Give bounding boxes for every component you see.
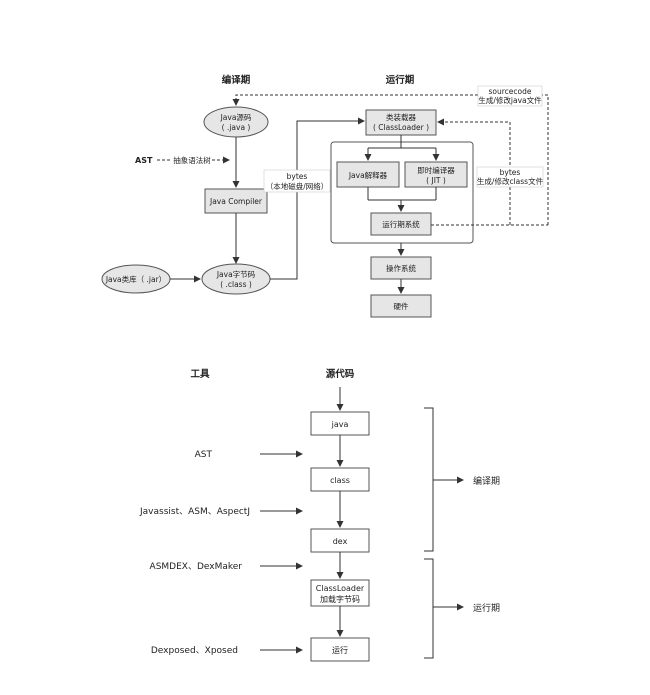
jit-node: 即时编译器 ( JIT ) xyxy=(404,161,468,188)
tools-header: 工具 xyxy=(190,369,210,380)
source-header: 源代码 xyxy=(326,368,355,380)
java-source-node: Java源码 ( .java ) xyxy=(203,106,269,138)
bottom-diagram: 工具 源代码 java class dex ClassLoader 加载字节码 xyxy=(139,368,500,662)
bytecode-node: Java字节码 ( .class ) xyxy=(201,263,271,295)
sourcecode-note-bg xyxy=(477,85,543,107)
stage-class: class xyxy=(310,467,370,492)
bytes-left-line2: （本地磁盘/网络） xyxy=(266,181,329,191)
java-source-line2: ( .java ) xyxy=(222,123,251,132)
stage-dex: dex xyxy=(310,528,370,553)
stage-classloader-line2: 加载字节码 xyxy=(320,594,360,604)
hardware-node: 硬件 xyxy=(370,294,432,318)
compile-label: 编译期 xyxy=(473,475,500,487)
stage-class-label: class xyxy=(330,476,350,485)
stage-classloader: ClassLoader 加载字节码 xyxy=(310,579,370,607)
jit-line1: 即时编译器 xyxy=(417,165,455,175)
tool-asmdex: ASMDEX、DexMaker xyxy=(150,562,243,572)
runtime-system-label: 运行期系统 xyxy=(382,219,420,229)
ast-label: AST xyxy=(135,156,153,165)
classloader-node: 类装载器 ( ClassLoader ) xyxy=(365,109,437,136)
bytes-right-bg xyxy=(476,166,544,188)
classloader-line2: ( ClassLoader ) xyxy=(373,123,429,132)
bytes-right-line1: bytes xyxy=(500,168,521,177)
compile-header: 编译期 xyxy=(222,74,251,86)
hardware-label: 硬件 xyxy=(394,301,409,311)
java-compiler-node: Java Compiler xyxy=(204,188,268,214)
stage-run-label: 运行 xyxy=(332,645,348,655)
stage-java: java xyxy=(310,411,370,436)
bytecode-line2: ( .class ) xyxy=(220,280,252,289)
interpreter-label: Java解释器 xyxy=(348,170,388,180)
java-source-line1: Java源码 xyxy=(220,113,252,122)
ast-edge-label: 抽象语法树 xyxy=(173,155,211,165)
interpreter-node: Java解释器 xyxy=(336,161,400,188)
compile-bracket xyxy=(424,407,434,552)
bytes-right-line2: 生成/修改class文件 xyxy=(477,176,544,186)
bytes-feedback-arrow xyxy=(437,118,511,225)
sourcecode-note-line1: sourcecode xyxy=(489,87,532,96)
tool-javassist: Javassist、ASM、AspectJ xyxy=(139,507,250,517)
sourcecode-note-line2: 生成/修改java文件 xyxy=(478,95,542,105)
jit-line2: ( JIT ) xyxy=(426,176,446,185)
os-label: 操作系统 xyxy=(386,263,416,273)
bytes-left-bg xyxy=(263,169,331,193)
runtime-system-node: 运行期系统 xyxy=(370,212,432,236)
tool-dexposed: Dexposed、Xposed xyxy=(151,646,238,656)
stage-run: 运行 xyxy=(310,637,370,662)
java-lib-label: Java类库（ .jar） xyxy=(105,274,166,284)
tool-ast: AST xyxy=(195,450,213,460)
stage-classloader-line1: ClassLoader xyxy=(316,584,365,593)
classloader-line1: 类装载器 xyxy=(386,112,416,122)
runtime-header: 运行期 xyxy=(386,74,415,86)
java-compiler-label: Java Compiler xyxy=(209,197,263,206)
bytes-left-line1: bytes xyxy=(287,172,308,181)
sourcecode-feedback-arrow xyxy=(232,94,549,225)
top-diagram: 编译期 运行期 Java源码 ( .java ) AST 抽象语法树 Java … xyxy=(101,74,549,318)
runtime-label: 运行期 xyxy=(473,602,500,614)
stage-java-label: java xyxy=(331,420,349,429)
bytecode-line1: Java字节码 xyxy=(216,269,256,279)
java-lib-node: Java类库（ .jar） xyxy=(101,264,171,294)
stage-dex-label: dex xyxy=(333,537,348,546)
bytecode-to-classloader-arrow xyxy=(270,117,365,280)
ast-edge-bg xyxy=(172,154,212,165)
runtime-bracket xyxy=(424,558,434,659)
os-node: 操作系统 xyxy=(370,256,432,280)
